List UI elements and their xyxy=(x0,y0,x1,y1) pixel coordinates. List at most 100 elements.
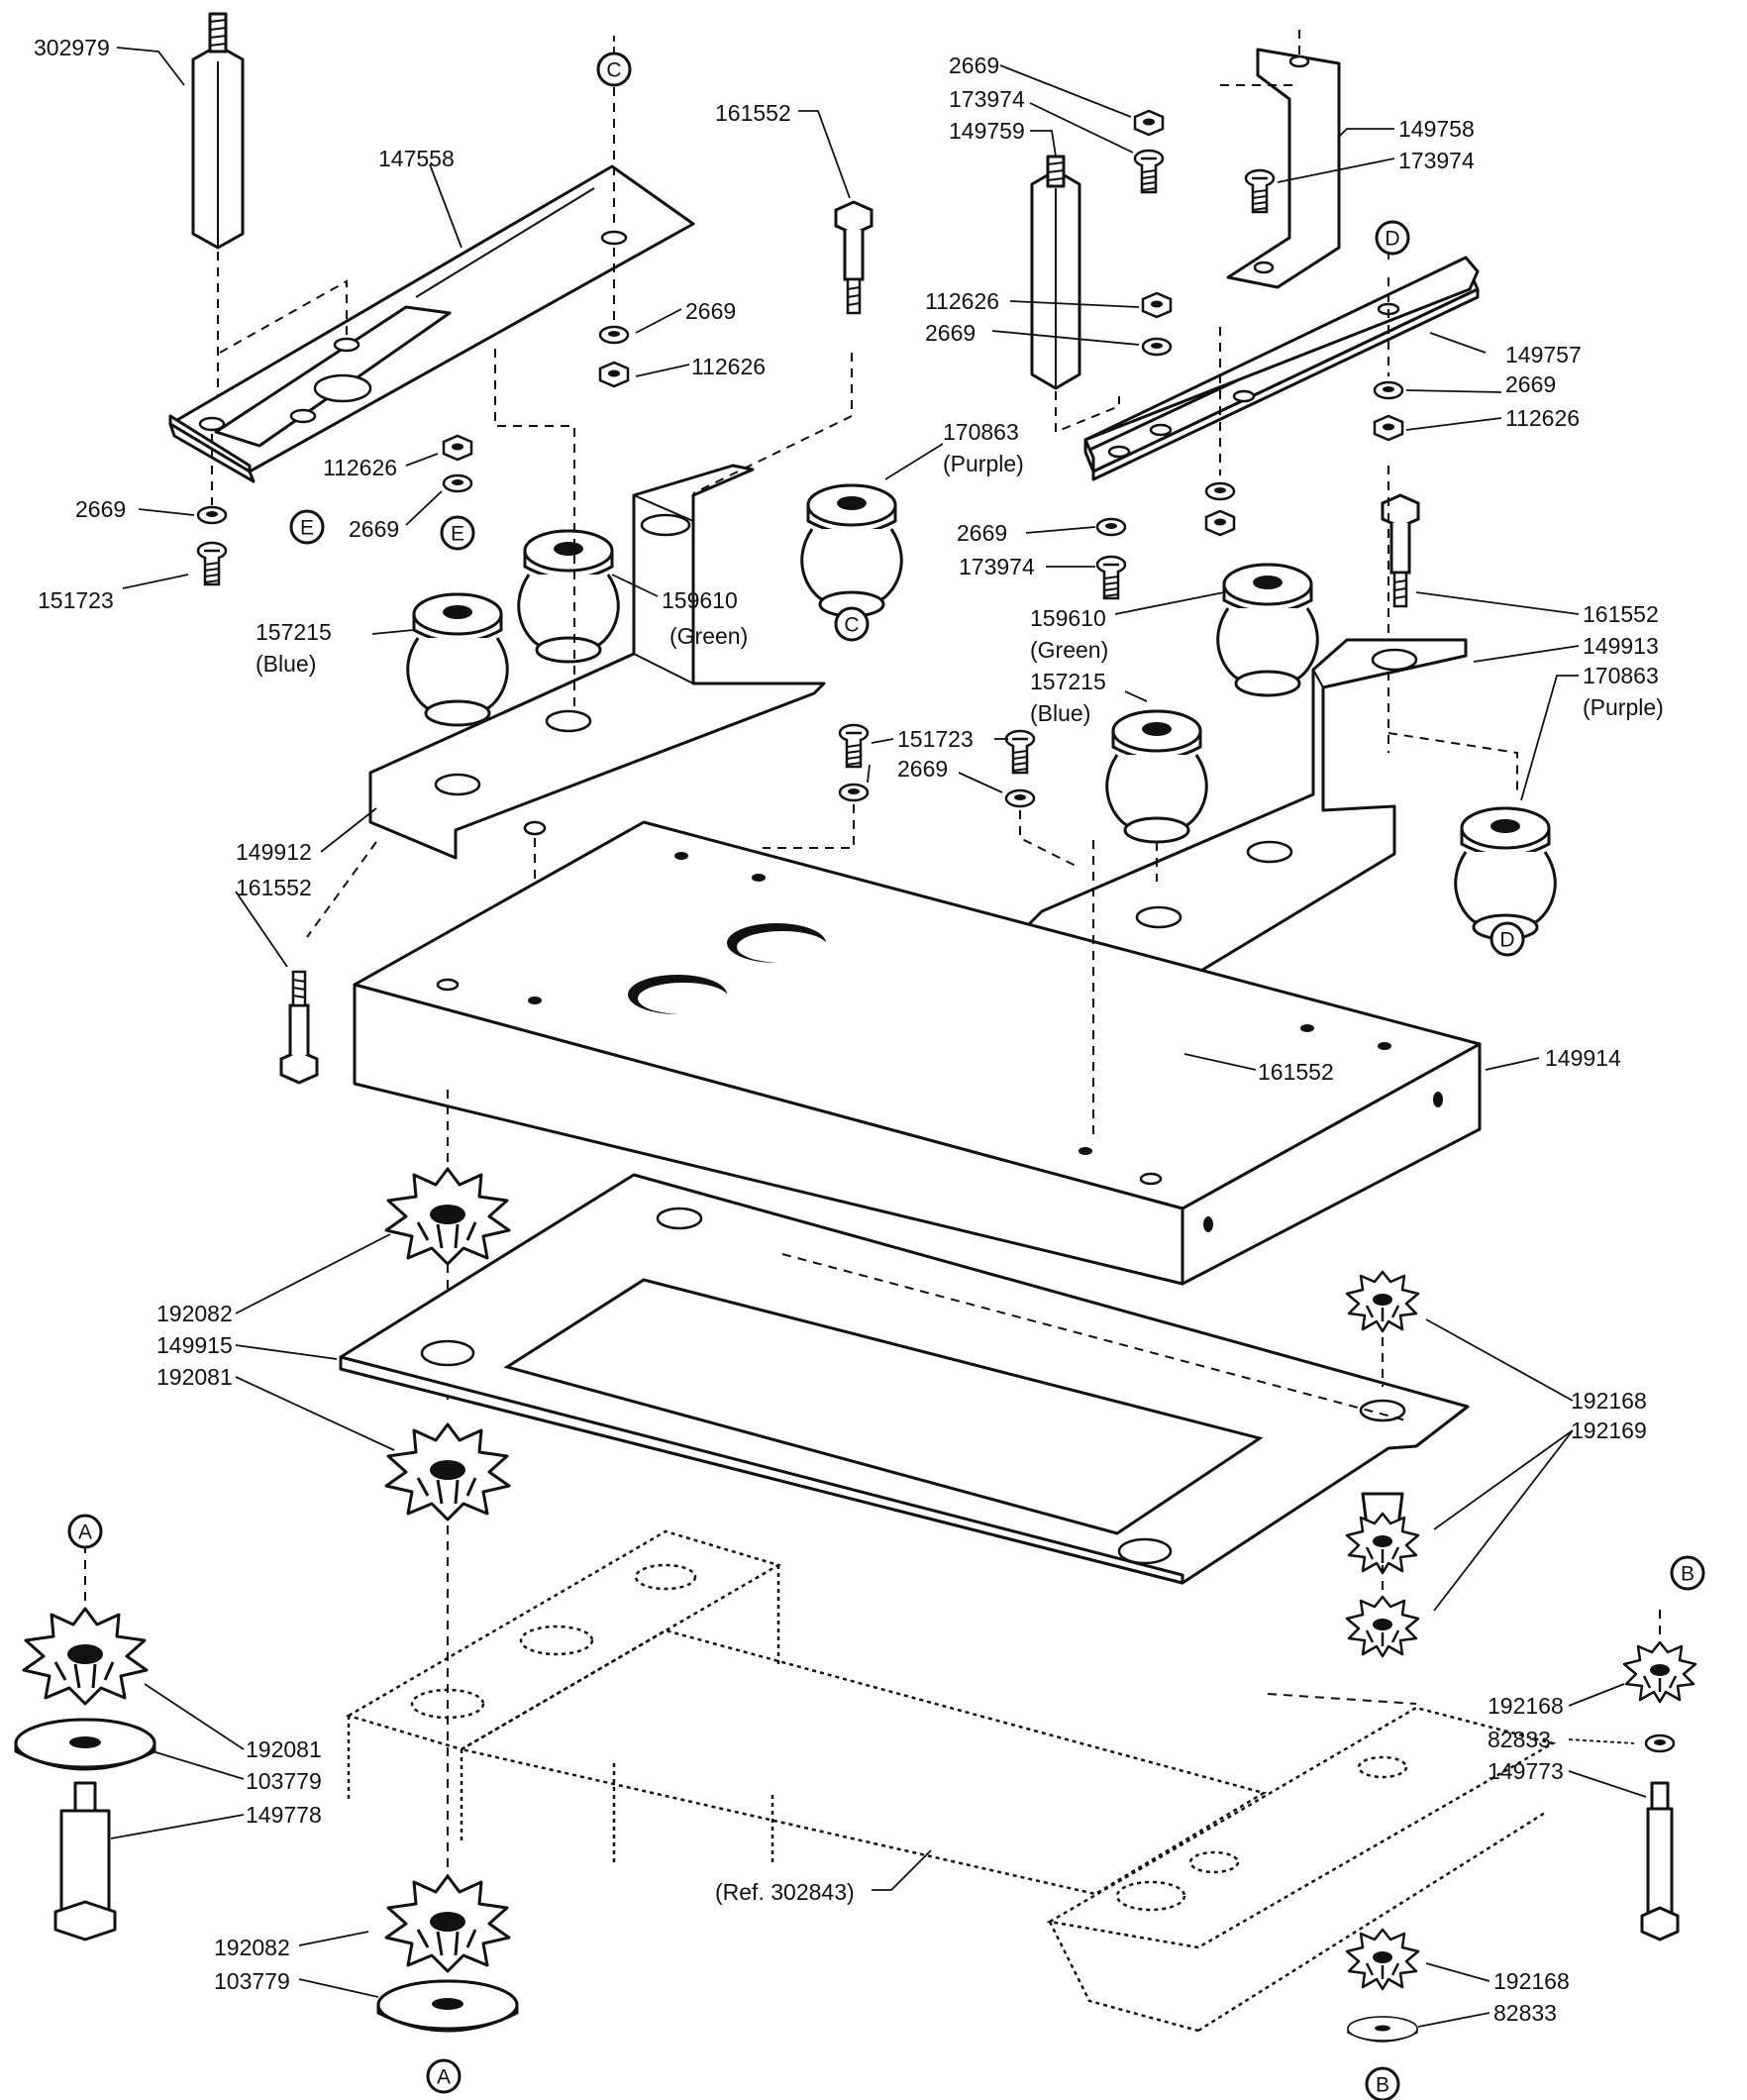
callout-149778: 149778 xyxy=(246,1802,322,1828)
callout-192168-b: 192168 xyxy=(1488,1693,1564,1719)
nut-112626-r xyxy=(1373,414,1404,442)
washer-2669-c1 xyxy=(838,783,870,802)
marker-e-mid: E xyxy=(440,515,475,551)
callout-159610-b: 159610 xyxy=(1030,605,1106,631)
bracket-147558 xyxy=(168,164,695,483)
gear-192168-right xyxy=(1622,1640,1697,1704)
callout-ref-302843: (Ref. 302843) xyxy=(715,1879,855,1905)
callout-302979: 302979 xyxy=(34,35,110,60)
callout-112626-l2: 112626 xyxy=(323,455,397,480)
svg-text:D: D xyxy=(1499,929,1514,952)
callout-82833-a: 82833 xyxy=(1488,1727,1551,1752)
callout-2669-m3: 2669 xyxy=(897,756,948,782)
marker-c-top: C xyxy=(596,52,632,87)
svg-text:B: B xyxy=(1376,2074,1389,2097)
washer-2669-left-upper xyxy=(598,325,630,345)
callout-149757: 149757 xyxy=(1505,342,1582,368)
callout-151723-m: 151723 xyxy=(897,726,974,752)
grommet-157215-blue-left xyxy=(406,592,509,727)
nut-112626-e xyxy=(442,434,473,462)
callout-159610-b-color: (Green) xyxy=(1030,637,1108,663)
gear-192082-upper xyxy=(384,1167,511,1266)
callout-159610-a-color: (Green) xyxy=(669,623,748,649)
bracket-149758 xyxy=(1226,48,1341,289)
gear-192169-upper xyxy=(1345,1492,1420,1575)
washer-2669-c xyxy=(1095,517,1127,537)
screw-173974-c xyxy=(1095,555,1127,600)
callout-112626-l1: 112626 xyxy=(691,354,766,379)
nut-2669-tr xyxy=(1133,109,1165,137)
callout-192168-c: 192168 xyxy=(1493,1968,1570,1994)
leader-lines xyxy=(110,36,1647,2028)
grommet-159610-green-right xyxy=(1216,563,1319,697)
svg-text:A: A xyxy=(78,1522,92,1544)
screw-151723-c1 xyxy=(838,723,870,769)
reference-frame-302843 xyxy=(345,1529,1557,2033)
callout-157215-a: 157215 xyxy=(256,619,332,645)
gear-192081-lower xyxy=(22,1607,149,1706)
gear-192168-upper xyxy=(1345,1270,1420,1333)
washer-82833-right xyxy=(1644,1733,1676,1753)
washer-2669-m xyxy=(1141,337,1173,357)
marker-a-left: A xyxy=(67,1514,103,1549)
svg-text:B: B xyxy=(1681,1563,1695,1586)
gear-192081-upper xyxy=(384,1422,511,1522)
bolt-161552-left xyxy=(279,970,319,1085)
marker-b-right: B xyxy=(1670,1555,1705,1591)
callout-161552-l: 161552 xyxy=(236,875,312,900)
callout-2669-r1: 2669 xyxy=(1505,371,1556,397)
callout-170863-b-color: (Purple) xyxy=(1583,694,1664,720)
callout-112626-m1: 112626 xyxy=(925,288,999,314)
washer-82833-bottom xyxy=(1347,2016,1418,2043)
svg-text:E: E xyxy=(451,523,464,546)
callout-192082-b: 192082 xyxy=(214,1935,290,1960)
callout-170863-b: 170863 xyxy=(1583,663,1659,688)
callout-2669-l1: 2669 xyxy=(685,298,736,324)
callout-170863-a-color: (Purple) xyxy=(943,451,1024,476)
marker-e-left: E xyxy=(289,509,325,545)
stud-149778 xyxy=(53,1781,117,1942)
callout-192082-a: 192082 xyxy=(156,1301,233,1326)
gear-192168-bottom xyxy=(1345,1928,1420,1991)
svg-text:C: C xyxy=(844,614,859,637)
bolt-161552-top xyxy=(834,200,874,315)
nut-112626-left-upper xyxy=(598,361,630,388)
screw-151723-left xyxy=(196,541,228,586)
marker-b-bottom: B xyxy=(1365,2066,1400,2100)
callout-161552-top: 161552 xyxy=(715,100,791,126)
callout-159610-a: 159610 xyxy=(662,587,738,613)
nut-112626-m xyxy=(1141,291,1173,319)
callout-173974-tr2: 173974 xyxy=(1398,148,1475,173)
svg-text:E: E xyxy=(300,517,314,540)
callout-112626-r1: 112626 xyxy=(1505,405,1580,431)
callout-161552-c: 161552 xyxy=(1258,1059,1334,1085)
callout-149915: 149915 xyxy=(156,1332,233,1358)
callout-157215-a-color: (Blue) xyxy=(256,651,316,677)
callout-173974-m: 173974 xyxy=(959,554,1035,579)
callout-2669-tr1: 2669 xyxy=(949,52,999,78)
svg-text:D: D xyxy=(1385,228,1399,251)
gear-192169-lower xyxy=(1345,1595,1420,1658)
callout-149912: 149912 xyxy=(236,839,312,865)
marker-d-right: D xyxy=(1490,921,1525,957)
callout-149914: 149914 xyxy=(1545,1045,1621,1071)
svg-text:C: C xyxy=(606,59,621,82)
bracket-149912 xyxy=(368,464,826,860)
marker-d-top: D xyxy=(1375,220,1410,256)
washer-103779-upper xyxy=(14,1718,156,1771)
screw-151723-c2 xyxy=(1004,729,1036,775)
grommet-159610-green-left xyxy=(517,529,620,664)
grommet-157215-blue-right xyxy=(1105,709,1208,844)
stud-149773 xyxy=(1640,1781,1680,1942)
callout-192081-b: 192081 xyxy=(246,1736,322,1762)
callout-192081-a: 192081 xyxy=(156,1364,233,1390)
svg-text:A: A xyxy=(437,2066,451,2089)
callout-2669-m2: 2669 xyxy=(957,520,1007,546)
callout-103779-b: 103779 xyxy=(214,1968,290,1994)
grommet-170863-purple-left xyxy=(800,483,903,618)
standoff-149759 xyxy=(1030,155,1081,390)
washer-2669-c2 xyxy=(1004,788,1036,808)
bracket-149757 xyxy=(1083,256,1480,481)
